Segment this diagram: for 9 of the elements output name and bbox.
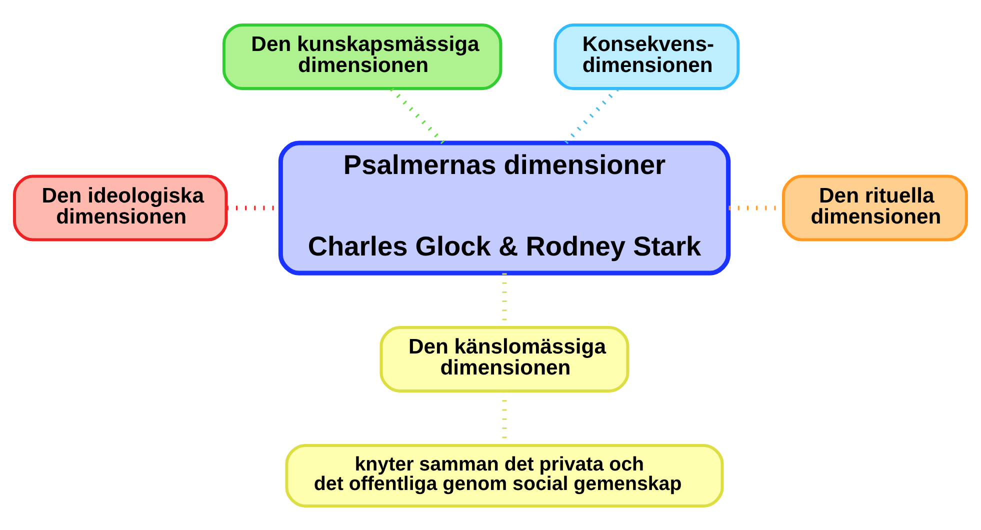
node-box: Den kunskapsmässiga dimensionen bbox=[222, 23, 502, 90]
connector bbox=[564, 86, 619, 144]
node-box: Den känslomässiga dimensionen bbox=[380, 326, 630, 392]
node-box: Den ideologiska dimensionen bbox=[13, 174, 228, 241]
node-box: Konsekvens- dimensionen bbox=[554, 23, 740, 90]
node-box: Psalmernas dimensioner Charles Glock & Rodney Stark bbox=[278, 140, 731, 275]
node-box: Den rituella dimensionen bbox=[782, 174, 968, 241]
node-box: knyter samman det privata och det offentliga genom social gemenskap bbox=[285, 443, 724, 507]
connector bbox=[390, 86, 446, 144]
